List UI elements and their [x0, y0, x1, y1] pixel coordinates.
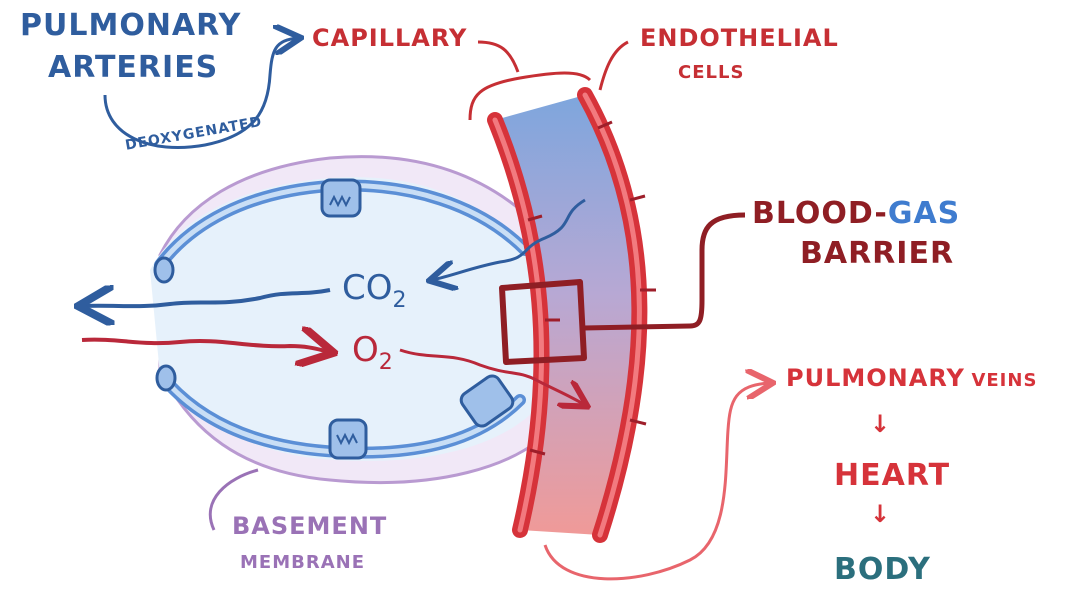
membrane-label: Membrane: [240, 552, 365, 573]
pulmonary-arteries-label-line2: Arteries: [48, 50, 218, 85]
veins-word: Veins: [971, 370, 1037, 391]
blood-word: Blood: [752, 196, 874, 231]
pulmonary-arteries-label-line1: Pulmonary: [20, 8, 241, 43]
cells-label: Cells: [678, 62, 744, 83]
hyphen: -: [874, 196, 887, 231]
o2-label: O2: [352, 330, 393, 375]
co2-label: CO2: [342, 268, 407, 313]
arrow-to-body: ↓: [870, 500, 891, 528]
blood-gas-label: Blood-Gas: [752, 196, 960, 231]
alveolar-cell-top: [322, 180, 360, 216]
arrow-to-heart: ↓: [870, 410, 891, 438]
endothelial-label-line1: Endothelial: [640, 24, 839, 52]
barrier-label: Barrier: [800, 236, 954, 271]
basement-label: Basement: [232, 512, 387, 540]
pulmonary-veins-label: Pulmonary Veins: [786, 364, 1037, 392]
capillary-label: Capillary: [312, 24, 467, 52]
gas-word: Gas: [888, 196, 960, 231]
pulmonary-word: Pulmonary: [786, 364, 965, 392]
alveolar-cell-bottom: [330, 420, 366, 458]
body-label: Body: [834, 552, 931, 587]
heart-label: Heart: [834, 458, 950, 493]
